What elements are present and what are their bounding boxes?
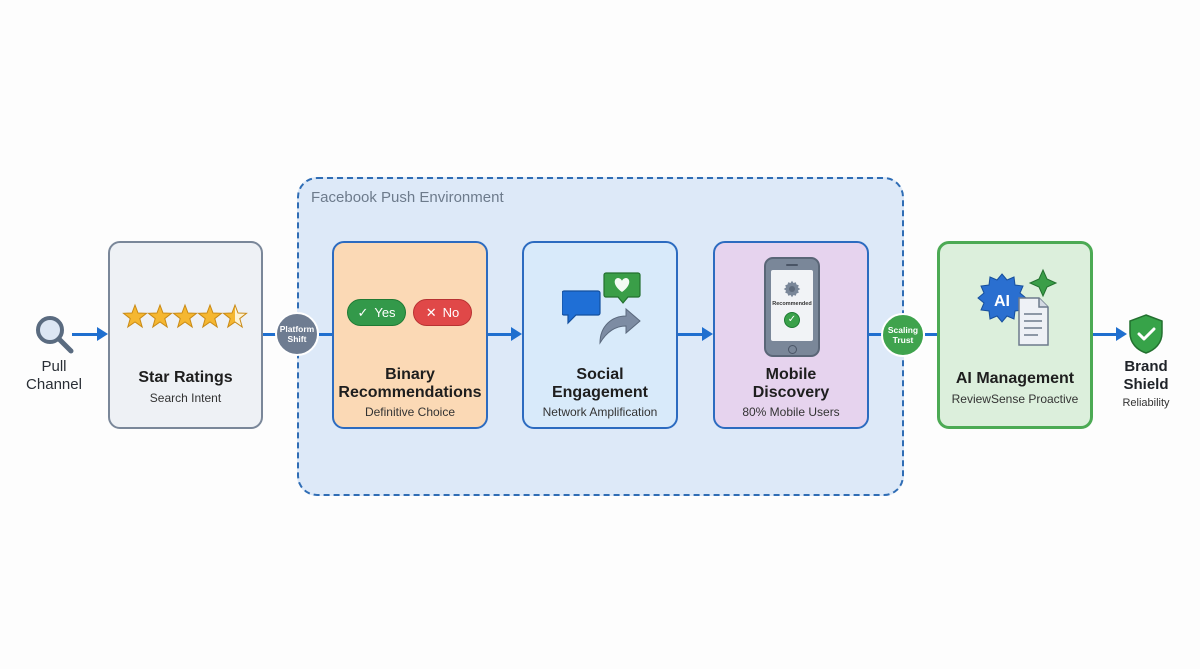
mobile-discovery-card: Recommended ✓ Mobile Discovery 80% Mobil…	[713, 241, 869, 429]
scaling-trust-label-2: Trust	[892, 335, 914, 345]
ai-badge-text: AI	[994, 293, 1010, 310]
card-title-line-1: Social	[576, 366, 624, 383]
pull-channel-label-1: Pull	[41, 358, 67, 375]
card-title: AI Management	[955, 370, 1075, 387]
connector-platform-to-binary	[319, 333, 332, 336]
phone-speaker	[786, 264, 798, 266]
brand-shield-subtitle: Reliability	[1122, 397, 1170, 409]
star-ratings-card: Star Ratings Search Intent	[108, 241, 263, 429]
card-title-line-2: Discovery	[752, 384, 830, 401]
card-title-line-1: Mobile	[765, 366, 817, 383]
check-circle-icon: ✓	[784, 312, 800, 328]
magnifier-icon	[36, 316, 74, 354]
ai-document-icon: AI	[977, 268, 1058, 346]
connector-binary-to-social	[488, 333, 512, 336]
phone-home-button	[788, 345, 797, 354]
card-title-line-2: Engagement	[551, 384, 648, 401]
brand-shield-label-2: Shield	[1123, 376, 1169, 393]
platform-shift-label-2: Shift	[287, 334, 307, 344]
phone-screen: Recommended ✓	[771, 270, 813, 341]
card-title: Star Ratings	[138, 369, 233, 386]
arrowhead	[97, 327, 108, 341]
environment-label: Facebook Push Environment	[311, 189, 504, 206]
phone-icon: Recommended ✓	[764, 257, 820, 357]
connector-mobile-to-scaling	[869, 333, 883, 336]
card-subtitle: Definitive Choice	[364, 405, 456, 419]
scaling-trust-label-1: Scaling	[887, 325, 919, 335]
platform-shift-node: Platform Shift	[275, 312, 319, 356]
scaling-trust-node: Scaling Trust	[881, 313, 925, 357]
arrowhead	[511, 327, 522, 341]
platform-shift-label-1: Platform	[279, 324, 315, 334]
no-pill: ✕ No	[413, 299, 472, 326]
connector-ai-to-shield	[1093, 333, 1117, 336]
yes-label: Yes	[374, 305, 396, 320]
pull-channel-label-2: Channel	[26, 376, 82, 393]
chat-heart-share-icon	[562, 272, 641, 345]
card-subtitle: Network Amplification	[542, 405, 658, 419]
brand-shield-label-1: Brand	[1124, 358, 1168, 375]
connector-pull-to-star	[72, 333, 98, 336]
x-icon: ✕	[425, 304, 437, 320]
connector-scaling-to-ai	[925, 333, 937, 336]
card-subtitle: 80% Mobile Users	[742, 405, 840, 419]
social-engagement-card: Social Engagement Network Amplification	[522, 241, 678, 429]
ai-management-card: AI AI Management ReviewSense Proactive	[937, 241, 1093, 429]
yes-pill: ✓ Yes	[347, 299, 406, 326]
arrowhead	[702, 327, 713, 341]
connector-social-to-mobile	[678, 333, 703, 336]
no-label: No	[442, 305, 460, 320]
check-icon: ✓	[357, 304, 369, 320]
card-subtitle: Search Intent	[149, 391, 222, 405]
gear-icon	[783, 280, 801, 298]
binary-recommendations-card: Binary Recommendations Definitive Choice	[332, 241, 488, 429]
arrowhead	[1116, 327, 1127, 341]
star-rating-icon	[123, 304, 247, 328]
card-title-line-2: Recommendations	[338, 384, 482, 401]
card-title-line-1: Binary	[385, 366, 435, 383]
connector-star-to-platform	[263, 333, 277, 336]
phone-recommended-text: Recommended	[772, 301, 812, 307]
shield-check-icon	[1129, 314, 1163, 354]
card-subtitle: ReviewSense Proactive	[951, 392, 1079, 406]
